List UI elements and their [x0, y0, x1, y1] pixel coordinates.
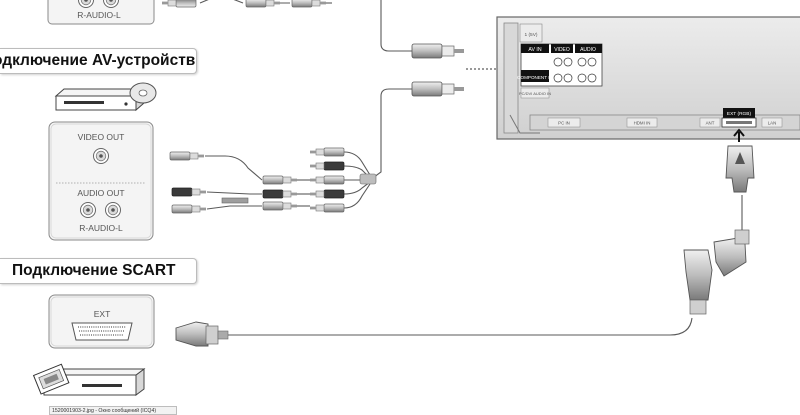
- plug-comp-2: [309, 161, 345, 171]
- minijack-plug-top: [411, 43, 464, 59]
- audio-label: AUDIO: [580, 47, 596, 53]
- scart-plug-right-a: [683, 249, 713, 315]
- scart-plug-left: [175, 321, 229, 347]
- scart-ext-panel: EXT: [48, 294, 155, 349]
- plug-mid-1: [262, 175, 298, 185]
- av-cables: [205, 0, 412, 210]
- av-audio-label: R-AUDIO-L: [79, 223, 123, 233]
- taskbar-tooltip[interactable]: 1520001903-2.jpg - Окно сообщений (ICQ4): [49, 406, 177, 415]
- heading-av-connection: одключение AV-устройств: [0, 48, 197, 74]
- plug-comp-3: [309, 175, 345, 185]
- plug-comp-1: [309, 147, 345, 157]
- top-plug-1: [161, 0, 197, 8]
- av-output-panel: VIDEO OUT AUDIO OUT R-AUDIO-L: [48, 121, 154, 241]
- tv-rear-panel: 1 (5V) AV IN VIDEO AUDIO COMPONENT IN PC…: [496, 16, 800, 142]
- plug-comp-5: [309, 203, 345, 213]
- scart-device-icon: [32, 363, 146, 396]
- video-label: VIDEO: [554, 47, 570, 53]
- heading-scart-connection: Подключение SCART: [0, 258, 197, 284]
- heading-scart-text: Подключение SCART: [12, 262, 176, 279]
- port-label-5: LAN: [768, 121, 777, 126]
- av-in-label: AV IN: [528, 47, 541, 53]
- scart-plug-tv: [725, 145, 755, 193]
- video-out-jack: [93, 148, 109, 164]
- audio-out-r-jack: [80, 202, 96, 218]
- top-audio-label: R-AUDIO-L: [77, 10, 121, 20]
- audio-out-label: AUDIO OUT: [77, 188, 124, 198]
- top-plug-2: [245, 0, 281, 8]
- component-in-label: COMPONENT IN: [517, 75, 553, 80]
- plug-mid-2: [262, 189, 298, 199]
- pc-dvi-label: PC/DVI AUDIO IN: [519, 91, 551, 96]
- usb-label: 1 (5V): [524, 32, 537, 38]
- top-plug-3: [291, 0, 327, 8]
- plug-comp-4: [309, 189, 345, 199]
- dvd-player-icon: [54, 82, 157, 112]
- heading-av-text: одключение AV-устройств: [0, 52, 196, 69]
- port-label-3: ANT: [706, 121, 715, 126]
- plug-mid-3: [262, 201, 298, 211]
- ext-label: EXT: [94, 309, 111, 319]
- scart-plug-right-b: [713, 229, 750, 277]
- plug-video-source: [169, 151, 205, 161]
- plug-audio-l-source: [171, 204, 207, 214]
- top-audio-panel: R-AUDIO-L: [47, 0, 155, 25]
- port-label-2: HDMI IN: [634, 121, 651, 126]
- plug-audio-r-source: [171, 187, 207, 197]
- minijack-plug-bottom: [411, 81, 464, 97]
- ext-rgb-label: EXT (RGB): [727, 111, 752, 117]
- scart-cable: [228, 317, 693, 336]
- video-out-label: VIDEO OUT: [78, 132, 125, 142]
- audio-out-l-jack: [105, 202, 121, 218]
- port-label-1: PC IN: [558, 121, 570, 126]
